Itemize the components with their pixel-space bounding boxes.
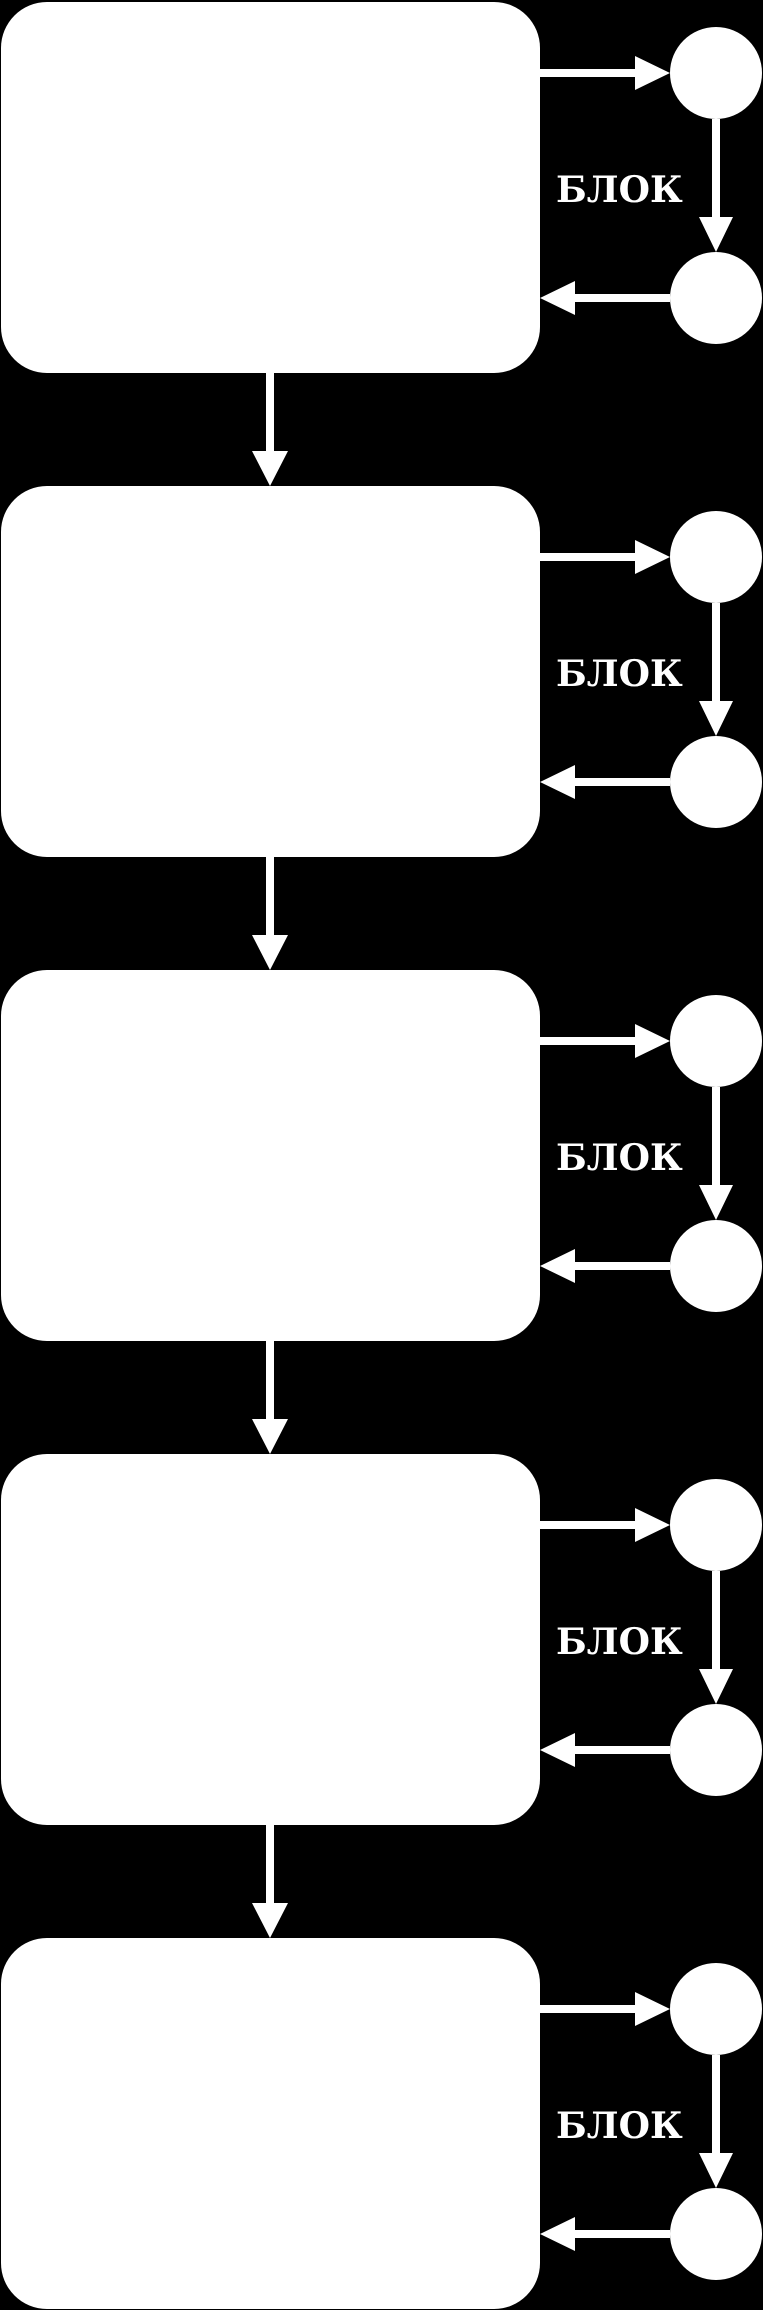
arrow-to-box (540, 281, 670, 315)
arrow-to-circle (540, 1992, 670, 2026)
arrow-circle-down (699, 1571, 733, 1704)
circle-bottom (670, 252, 762, 344)
block-group-2: БЛОК (1, 486, 762, 970)
arrow-to-circle (540, 1024, 670, 1058)
arrow-to-box (540, 1249, 670, 1283)
arrow-circle-down (699, 119, 733, 252)
circle-top (670, 1479, 762, 1571)
block-box (1, 970, 540, 1341)
arrow-down-between (252, 1341, 288, 1454)
arrow-to-circle (540, 1508, 670, 1542)
block-group-5: БЛОК (1, 1938, 762, 2309)
block-group-4: БЛОК (1, 1454, 762, 1938)
arrow-to-box (540, 2217, 670, 2251)
block-label: БЛОК (556, 2105, 683, 2147)
arrow-circle-down (699, 2055, 733, 2188)
arrow-circle-down (699, 1087, 733, 1220)
arrow-to-box (540, 765, 670, 799)
block-label: БЛОК (556, 1137, 683, 1179)
arrow-down-between (252, 1825, 288, 1938)
arrow-circle-down (699, 603, 733, 736)
block-box (1, 486, 540, 857)
block-group-3: БЛОК (1, 970, 762, 1454)
arrow-to-box (540, 1733, 670, 1767)
arrow-to-circle (540, 540, 670, 574)
circle-top (670, 511, 762, 603)
block-label: БЛОК (556, 1621, 683, 1663)
circle-top (670, 1963, 762, 2055)
arrow-down-between (252, 857, 288, 970)
block-box (1, 1938, 540, 2309)
block-label: БЛОК (556, 653, 683, 695)
arrow-to-circle (540, 56, 670, 90)
block-box (1, 1454, 540, 1825)
circle-top (670, 995, 762, 1087)
block-group-1: БЛОК (1, 2, 762, 486)
arrow-down-between (252, 373, 288, 486)
circle-bottom (670, 1704, 762, 1796)
circle-bottom (670, 2188, 762, 2280)
circle-bottom (670, 1220, 762, 1312)
block-label: БЛОК (556, 169, 683, 211)
circle-bottom (670, 736, 762, 828)
circle-top (670, 27, 762, 119)
block-box (1, 2, 540, 373)
